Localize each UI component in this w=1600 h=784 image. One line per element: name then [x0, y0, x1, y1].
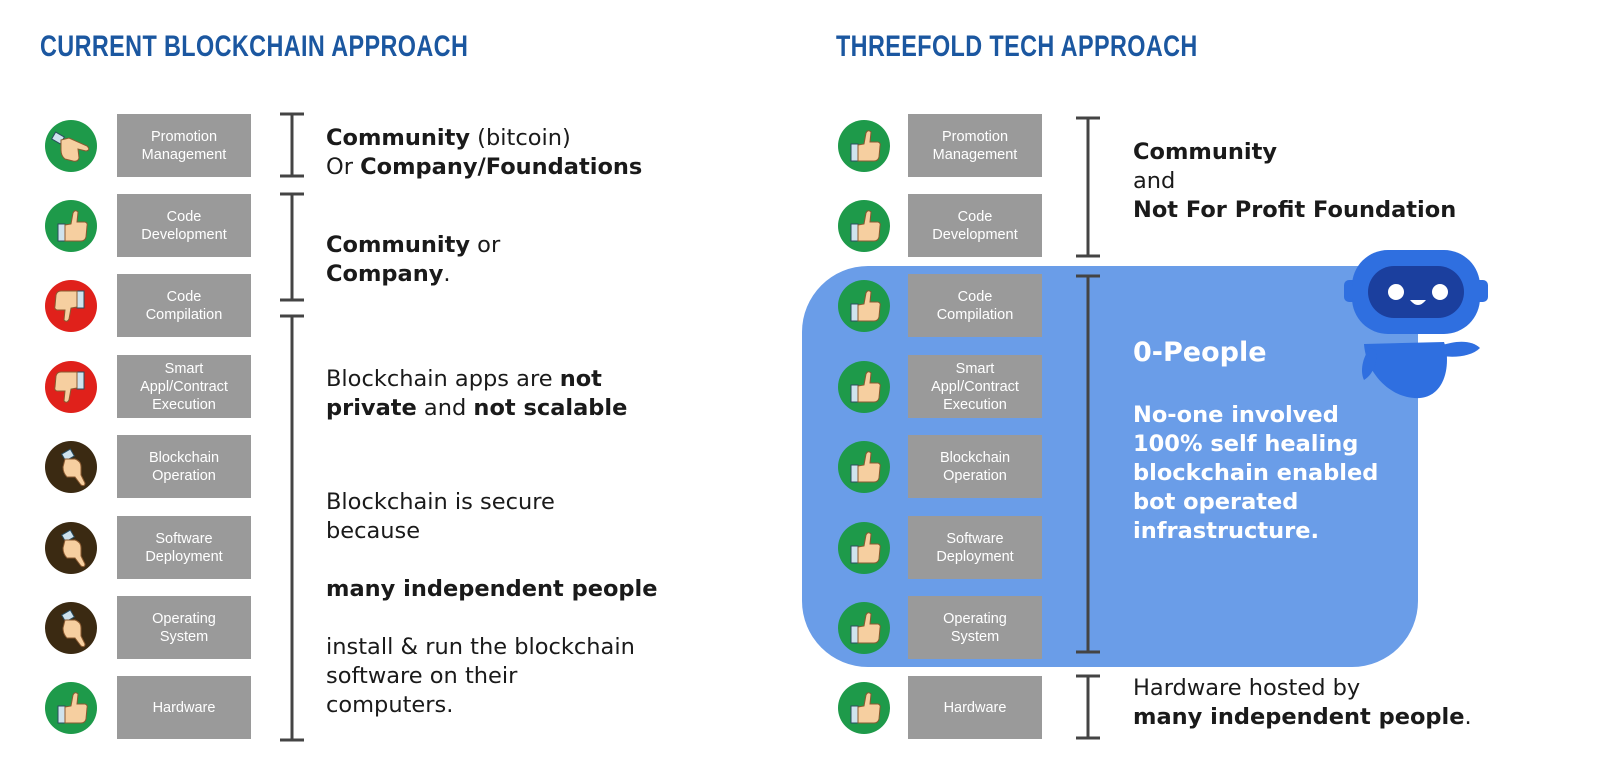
thumbs-up-icon — [838, 441, 890, 493]
zero-people-panel — [802, 266, 1418, 667]
right-title: THREEFOLD TECH APPROACH — [836, 30, 1198, 63]
left-layer-box: Hardware — [117, 676, 251, 739]
zero-people-heading: 0-People — [1133, 337, 1267, 368]
left-layer-box: Software Deployment — [117, 516, 251, 579]
left-governance-text: Community (bitcoin) Or Company/Foundatio… — [326, 125, 643, 180]
pointing-down-hand-icon — [45, 602, 97, 654]
pointing-down-hand-icon — [45, 441, 97, 493]
left-layer-box: Code Compilation — [117, 274, 251, 337]
robot-icon — [1344, 250, 1488, 399]
zero-people-description: No-one involved 100% self healing blockc… — [1133, 402, 1379, 544]
right-layer-box: Code Development — [908, 194, 1042, 257]
thumbs-up-icon — [838, 280, 890, 332]
thumbs-up-icon — [838, 602, 890, 654]
right-layer-box: Code Compilation — [908, 274, 1042, 337]
left-execution-text: Blockchain apps are not private and not … — [326, 366, 628, 421]
right-governance-text: Community and Not For Profit Foundation — [1133, 139, 1457, 223]
right-layer-box: Blockchain Operation — [908, 435, 1042, 498]
left-layer-box: Operating System — [117, 596, 251, 659]
thumbs-up-icon — [45, 200, 97, 252]
right-layer-box: Hardware — [908, 676, 1042, 739]
left-title: CURRENT BLOCKCHAIN APPROACH — [40, 30, 469, 63]
thumbs-up-icon — [838, 682, 890, 734]
left-development-text: Community or Company. — [326, 232, 501, 287]
thumbs-down-icon — [45, 361, 97, 413]
right-layer-box: Promotion Management — [908, 114, 1042, 177]
pointing-down-hand-icon — [45, 522, 97, 574]
thumbs-down-icon — [45, 280, 97, 332]
left-layer-box: Smart Appl/Contract Execution — [117, 355, 251, 418]
pointing-hand-icon — [45, 120, 97, 172]
right-layer-box: Software Deployment — [908, 516, 1042, 579]
left-layer-box: Promotion Management — [117, 114, 251, 177]
left-layer-box: Blockchain Operation — [117, 435, 251, 498]
thumbs-up-icon — [838, 522, 890, 574]
right-layer-box: Operating System — [908, 596, 1042, 659]
right-brackets — [1076, 116, 1100, 740]
thumbs-up-icon — [838, 120, 890, 172]
right-layer-box: Smart Appl/Contract Execution — [908, 355, 1042, 418]
left-brackets — [280, 112, 304, 742]
left-security-text: Blockchain is secure because many indepe… — [326, 489, 658, 718]
thumbs-up-icon — [45, 682, 97, 734]
thumbs-up-icon — [838, 361, 890, 413]
thumbs-up-icon — [838, 200, 890, 252]
right-hardware-text: Hardware hosted by many independent peop… — [1133, 675, 1472, 730]
left-layer-box: Code Development — [117, 194, 251, 257]
